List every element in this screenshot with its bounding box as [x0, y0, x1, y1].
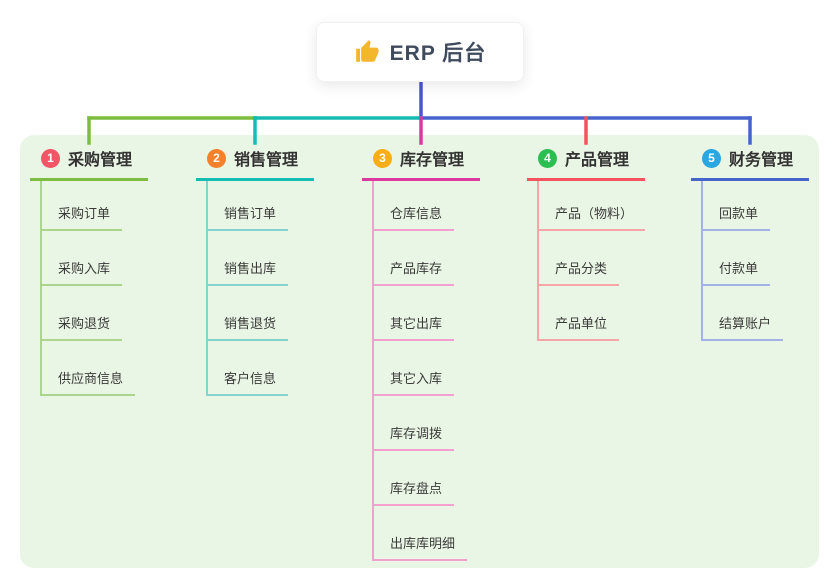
branch-node: 3 库存管理 仓库信息产品库存其它出库其它入库库存调拨库存盘点出库库明细	[362, 146, 480, 561]
mindmap-node[interactable]: 结算账户	[701, 286, 809, 341]
branch-number-badge: 4	[538, 148, 557, 168]
node-label: 销售退货	[206, 313, 289, 341]
thumbs-up-icon	[354, 39, 380, 65]
node-label: 产品库存	[372, 258, 455, 286]
branch-label: 采购管理	[68, 152, 133, 169]
node-label: 其它出库	[372, 313, 455, 341]
branch-header[interactable]: 4 产品管理	[527, 146, 645, 181]
branch-number-badge: 5	[702, 148, 721, 168]
mindmap-node[interactable]: 付款单	[701, 231, 809, 286]
node-label: 客户信息	[206, 368, 289, 396]
mindmap-node[interactable]: 库存调拨	[372, 396, 480, 451]
mindmap-node[interactable]: 供应商信息	[40, 341, 148, 396]
root-label: ERP 后台	[389, 42, 487, 65]
branch-node: 4 产品管理 产品（物料） 产品分类产品单位	[527, 146, 646, 341]
mindmap-node[interactable]: 其它出库	[372, 286, 480, 341]
node-label: 库存调拨	[372, 423, 455, 451]
node-label: 采购订单	[40, 203, 123, 231]
branch-label: 财务管理	[729, 152, 794, 169]
mindmap-node[interactable]: 回款单	[701, 181, 809, 231]
branch-label: 产品管理	[565, 152, 630, 169]
node-label: 采购入库	[40, 258, 123, 286]
branch-node: 1 采购管理 采购订单采购入库采购退货供应商信息	[30, 146, 148, 396]
node-label: 回款单	[701, 203, 771, 231]
branch-header[interactable]: 3 库存管理	[362, 146, 480, 181]
root-node[interactable]: ERP 后台	[316, 22, 524, 82]
branch-header[interactable]: 2 销售管理	[196, 146, 314, 181]
branch-items: 回款单付款单结算账户	[701, 181, 809, 341]
mindmap-node[interactable]: 产品库存	[372, 231, 480, 286]
mindmap-node[interactable]: 销售退货	[206, 286, 314, 341]
mindmap-node[interactable]: 仓库信息	[372, 181, 480, 231]
node-label: 出库库明细	[372, 533, 468, 561]
mindmap-node[interactable]: 销售出库	[206, 231, 314, 286]
mindmap-node[interactable]: 销售订单	[206, 181, 314, 231]
node-label: 产品分类	[537, 258, 620, 286]
mindmap-node[interactable]: 采购订单	[40, 181, 148, 231]
branch-node: 2 销售管理 销售订单销售出库销售退货客户信息	[196, 146, 314, 396]
branch-number-badge: 1	[41, 148, 60, 168]
thumbs-up-shape	[355, 40, 379, 62]
node-label: 产品单位	[537, 313, 620, 341]
node-label: 结算账户	[701, 313, 784, 341]
node-label: 采购退货	[40, 313, 123, 341]
node-label: 付款单	[701, 258, 771, 286]
branch-items: 仓库信息产品库存其它出库其它入库库存调拨库存盘点出库库明细	[372, 181, 480, 561]
mindmap-node[interactable]: 出库库明细	[372, 506, 480, 561]
branch-number-badge: 2	[207, 148, 226, 168]
node-label: 库存盘点	[372, 478, 455, 506]
node-label: 产品（物料）	[537, 203, 646, 231]
node-label: 其它入库	[372, 368, 455, 396]
mindmap-node[interactable]: 库存盘点	[372, 451, 480, 506]
branch-items: 产品（物料） 产品分类产品单位	[537, 181, 646, 341]
branch-header[interactable]: 1 采购管理	[30, 146, 148, 181]
branch-header[interactable]: 5 财务管理	[691, 146, 809, 181]
branch-items: 销售订单销售出库销售退货客户信息	[206, 181, 314, 396]
mindmap-node[interactable]: 产品（物料）	[537, 181, 646, 231]
node-label: 销售订单	[206, 203, 289, 231]
node-label: 销售出库	[206, 258, 289, 286]
mindmap-node[interactable]: 客户信息	[206, 341, 314, 396]
mindmap-node[interactable]: 产品单位	[537, 286, 645, 341]
branch-items: 采购订单采购入库采购退货供应商信息	[40, 181, 148, 396]
node-label: 仓库信息	[372, 203, 455, 231]
node-label: 供应商信息	[40, 368, 136, 396]
branch-label: 销售管理	[234, 152, 299, 169]
branch-node: 5 财务管理 回款单付款单结算账户	[691, 146, 809, 341]
mindmap-node[interactable]: 采购退货	[40, 286, 148, 341]
branch-label: 库存管理	[400, 152, 465, 169]
mindmap-panel	[20, 135, 819, 568]
mindmap-node[interactable]: 采购入库	[40, 231, 148, 286]
mindmap-node[interactable]: 产品分类	[537, 231, 645, 286]
branch-number-badge: 3	[373, 148, 392, 168]
mindmap-node[interactable]: 其它入库	[372, 341, 480, 396]
